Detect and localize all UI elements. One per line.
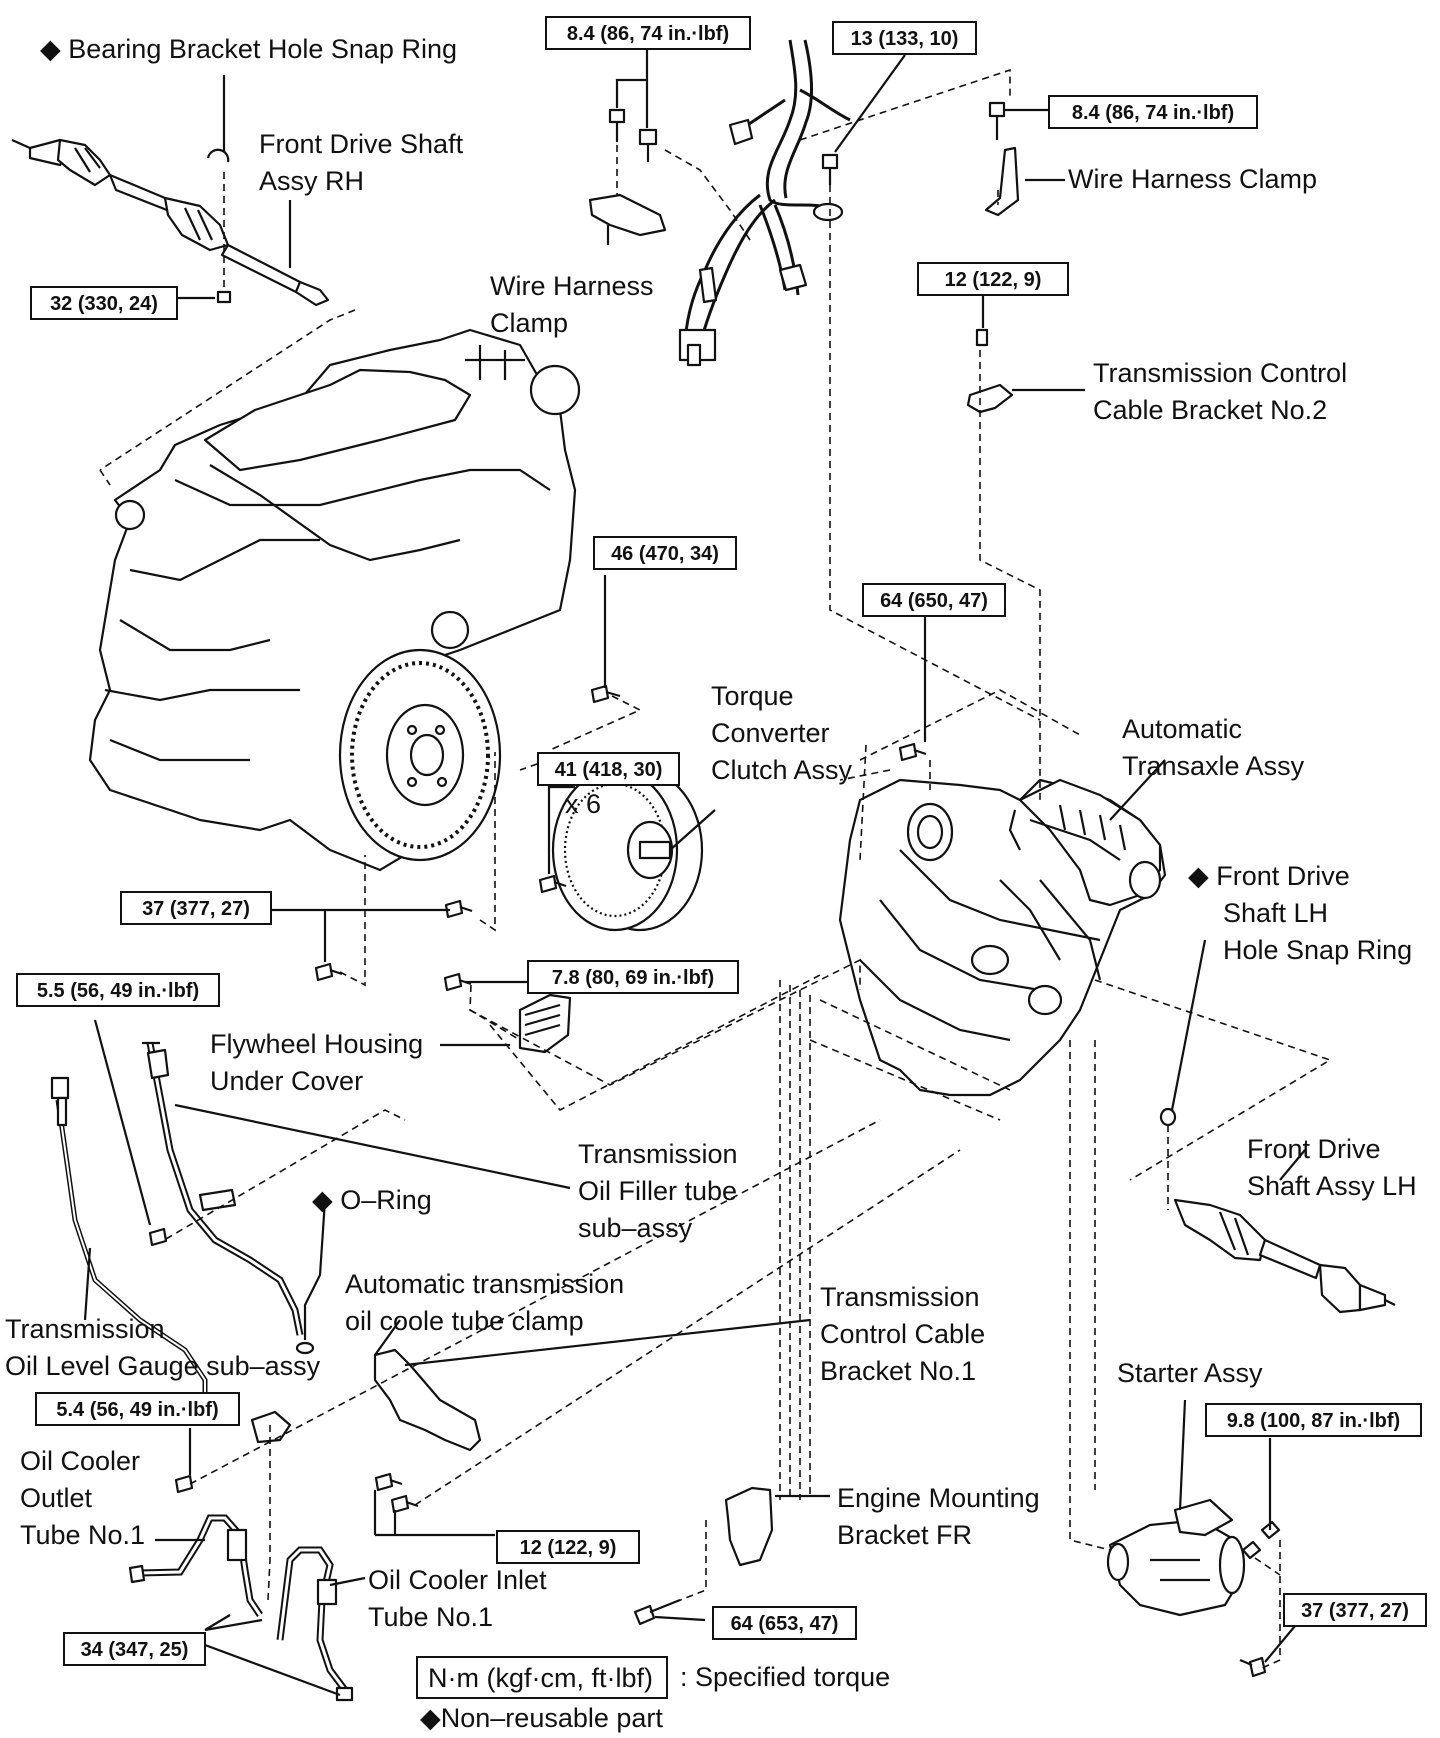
label-starter: Starter Assy: [1117, 1358, 1263, 1388]
oil-cooler-tubes-drawing: [128, 1514, 354, 1702]
label-filler-tube-3: sub–assy: [578, 1213, 693, 1243]
torque-box-t4: 32 (330, 24): [30, 286, 178, 320]
bolt-12-a: [975, 328, 989, 347]
label-fds-lh-snap-ring-2: Shaft LH: [1223, 898, 1329, 928]
oil-level-gauge-drawing: [50, 1076, 208, 1410]
front-drive-shaft-lh-drawing: [1173, 1198, 1396, 1314]
snap-ring-rh-drawing: [206, 148, 230, 163]
leader-lines: [83, 45, 1306, 1697]
label-torque-converter: Torque: [711, 681, 794, 711]
assembly-lines: [99, 68, 1332, 1669]
wire-harness-clamp-b-drawing: [984, 146, 1020, 217]
label-engine-mounting-bracket: Engine Mounting: [837, 1483, 1040, 1513]
torque-box-t3: 8.4 (86, 74 in.·lbf): [1048, 95, 1258, 129]
label-oil-level-gauge: Transmission: [5, 1314, 165, 1344]
label-tcc-bracket-no1-2: Control Cable: [820, 1319, 986, 1349]
snap-ring-lh-drawing: [1159, 1107, 1177, 1127]
label-fds-lh-snap-ring-3: Hole Snap Ring: [1223, 935, 1413, 965]
torque-box-t13: 9.8 (100, 87 in.·lbf): [1205, 1403, 1422, 1437]
label-filler-tube-2: Oil Filler tube: [578, 1176, 738, 1206]
wire-harness-drawing: [678, 39, 851, 367]
torque-box-t15: 34 (347, 25): [63, 1632, 206, 1666]
label-engine-mounting-bracket-2: Bracket FR: [837, 1520, 973, 1550]
label-wire-harness-clamp-a-2: Clamp: [490, 308, 569, 338]
bolt-13: [821, 153, 839, 170]
bolt-64-b: [633, 1604, 656, 1626]
bolt-32: [216, 290, 232, 304]
label-oil-level-gauge-2: Oil Level Gauge sub–assy: [5, 1351, 321, 1381]
torque-box-t17: 37 (377, 27): [1283, 1593, 1427, 1627]
label-filler-tube: Transmission: [578, 1139, 738, 1169]
label-oil-cooler-outlet-2: Outlet: [20, 1483, 93, 1513]
legend-unit-box: N·m (kgf·cm, ft·lbf): [416, 1656, 668, 1699]
flywheel-under-cover-drawing: [518, 993, 572, 1054]
label-x6: x 6: [565, 789, 602, 819]
engine-mounting-bracket-drawing: [724, 1486, 774, 1567]
clamp-a-bolts: [608, 108, 658, 162]
torque-box-t12: 5.4 (56, 49 in.·lbf): [35, 1392, 240, 1426]
starter-drawing: [1106, 1498, 1246, 1617]
label-transaxle-2: Transaxle Assy: [1122, 751, 1305, 781]
torque-box-t6: 46 (470, 34): [593, 536, 737, 570]
bolt-8-4-b: [988, 101, 1006, 118]
front-drive-shaft-rh-drawing: [11, 138, 330, 307]
label-o-ring: ◆ O–Ring: [312, 1185, 432, 1215]
legend-non-reusable: ◆Non–reusable part: [420, 1703, 663, 1733]
label-fds-lh-2: Shaft Assy LH: [1247, 1171, 1417, 1201]
wire-harness-clamp-a-drawing: [588, 193, 667, 237]
drive-plate-flywheel: [338, 648, 502, 862]
torque-box-t14: 12 (122, 9): [496, 1530, 640, 1564]
label-fds-lh-snap-ring: ◆ Front Drive: [1188, 861, 1350, 891]
label-oil-cooler-inlet-2: Tube No.1: [368, 1602, 494, 1632]
label-transaxle: Automatic: [1122, 714, 1243, 744]
tcc-bracket-no1-drawing: [373, 1348, 482, 1452]
label-wire-harness-clamp-a: Wire Harness: [490, 271, 654, 301]
torque-box-t10: 5.5 (56, 49 in.·lbf): [16, 973, 220, 1007]
label-flywheel-cover: Flywheel Housing: [210, 1029, 424, 1059]
label-bearing-bracket-snap-ring: ◆ Bearing Bracket Hole Snap Ring: [40, 34, 457, 64]
label-tcc-bracket-no2: Transmission Control: [1093, 358, 1348, 388]
engine-block: [88, 328, 581, 872]
label-front-drive-shaft-rh-2: Assy RH: [259, 166, 365, 196]
label-cooler-tube-clamp: Automatic transmission: [345, 1269, 625, 1299]
label-tcc-bracket-no2-2: Cable Bracket No.2: [1093, 395, 1328, 425]
label-oil-cooler-inlet: Oil Cooler Inlet: [368, 1565, 547, 1595]
bolts-12-b: [174, 1472, 419, 1514]
torque-box-t7: 64 (650, 47): [862, 583, 1006, 617]
torque-converter-drawing: [551, 768, 704, 932]
o-ring-drawing: [295, 1341, 315, 1355]
cooler-tube-clamp-drawing: [250, 1410, 292, 1444]
label-wire-harness-clamp-b: Wire Harness Clamp: [1068, 164, 1318, 194]
bolt-5-5: [148, 1227, 168, 1247]
label-oil-cooler-outlet: Oil Cooler: [20, 1446, 141, 1476]
torque-box-t9: 37 (377, 27): [120, 891, 272, 925]
label-front-drive-shaft-rh: Front Drive Shaft: [259, 129, 464, 159]
label-oil-cooler-outlet-3: Tube No.1: [20, 1520, 146, 1550]
label-tcc-bracket-no1: Transmission: [820, 1282, 980, 1312]
label-fds-lh: Front Drive: [1247, 1134, 1381, 1164]
torque-box-t16: 64 (653, 47): [712, 1606, 857, 1640]
torque-box-t2: 13 (133, 10): [832, 21, 977, 55]
torque-box-t8: 41 (418, 30): [537, 752, 680, 786]
legend-specified-torque: : Specified torque: [680, 1662, 891, 1692]
label-tcc-bracket-no1-3: Bracket No.1: [820, 1356, 977, 1386]
filler-tube-drawing: [142, 1041, 304, 1336]
torque-box-t11: 7.8 (80, 69 in.·lbf): [527, 960, 739, 994]
torque-box-t5: 12 (122, 9): [917, 262, 1069, 296]
transaxle-drawing: [838, 778, 1167, 1097]
label-cooler-tube-clamp-2: oil coole tube clamp: [345, 1306, 584, 1336]
label-torque-converter-3: Clutch Assy: [711, 755, 853, 785]
label-torque-converter-2: Converter: [711, 718, 830, 748]
label-flywheel-cover-2: Under Cover: [210, 1066, 364, 1096]
tcc-bracket-no2-drawing: [966, 383, 1014, 414]
torque-box-t1: 8.4 (86, 74 in.·lbf): [545, 16, 751, 50]
